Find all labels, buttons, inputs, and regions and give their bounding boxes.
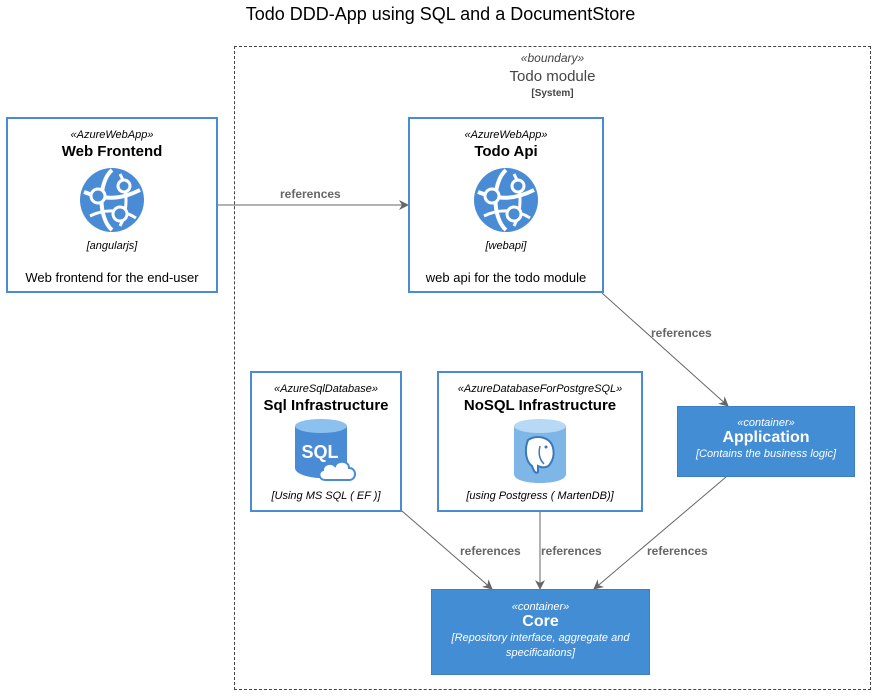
node-description-line-2: specifications]: [505, 647, 576, 659]
boundary-stereotype: «boundary»: [520, 51, 585, 65]
node-name: Todo Api: [474, 143, 538, 160]
node-description-line-1: [Repository interface, aggregate and: [451, 632, 630, 644]
web-frontend-node[interactable]: «AzureWebApp» Web Frontend [angularjs] W…: [6, 117, 218, 293]
azure-webapp-icon: [474, 168, 538, 232]
node-stereotype: «AzureSqlDatabase»: [274, 383, 378, 395]
node-technology: [Using MS SQL ( EF )]: [271, 490, 381, 502]
node-stereotype: «AzureDatabaseForPostgreSQL»: [457, 383, 623, 395]
node-description: web api for the todo module: [425, 270, 587, 285]
edge-label: references: [460, 544, 521, 558]
node-stereotype: «container»: [511, 601, 570, 613]
node-description: Web frontend for the end-user: [25, 270, 199, 285]
todo-module-boundary: [234, 46, 871, 690]
node-technology: [webapi]: [485, 240, 527, 252]
edge-application-to-core: [593, 476, 727, 590]
node-name: Sql Infrastructure: [263, 397, 389, 414]
todo-api-node[interactable]: «AzureWebApp» Todo Api [webapi] web api …: [408, 117, 604, 293]
node-name: NoSQL Infrastructure: [463, 397, 617, 414]
node-technology: [using Postgress ( MartenDB)]: [466, 490, 614, 502]
azure-postgresql-icon: [514, 419, 566, 483]
edge-todo-api-to-application: [601, 292, 729, 407]
node-name: Core: [522, 613, 559, 630]
sql-infrastructure-node[interactable]: «AzureSqlDatabase» Sql Infrastructure SQ…: [250, 371, 402, 512]
azure-webapp-icon: [80, 168, 144, 232]
edge-sql-infra-to-core: [401, 510, 493, 590]
edge-label: references: [647, 544, 708, 558]
diagram-title: Todo DDD-App using SQL and a DocumentSto…: [245, 4, 636, 24]
sql-icon-text: SQL: [301, 442, 338, 462]
azure-sql-database-icon: SQL: [295, 419, 356, 481]
node-technology: [angularjs]: [86, 240, 138, 252]
edge-label: references: [280, 187, 341, 201]
edge-label: references: [651, 326, 712, 340]
node-stereotype: «AzureWebApp»: [70, 129, 154, 141]
node-stereotype: «AzureWebApp»: [464, 129, 548, 141]
node-name: Web Frontend: [61, 143, 163, 160]
edge-label: references: [541, 544, 602, 558]
node-stereotype: «container»: [737, 417, 795, 429]
boundary-name: Todo module: [509, 68, 596, 85]
node-name: Application: [722, 429, 810, 446]
core-container[interactable]: «container» Core [Repository interface, …: [431, 589, 650, 675]
application-container[interactable]: «container» Application [Contains the bu…: [677, 406, 855, 477]
boundary-type: [System]: [531, 88, 574, 99]
nosql-infrastructure-node[interactable]: «AzureDatabaseForPostgreSQL» NoSQL Infra…: [437, 371, 643, 512]
node-description: [Contains the business logic]: [695, 448, 837, 460]
